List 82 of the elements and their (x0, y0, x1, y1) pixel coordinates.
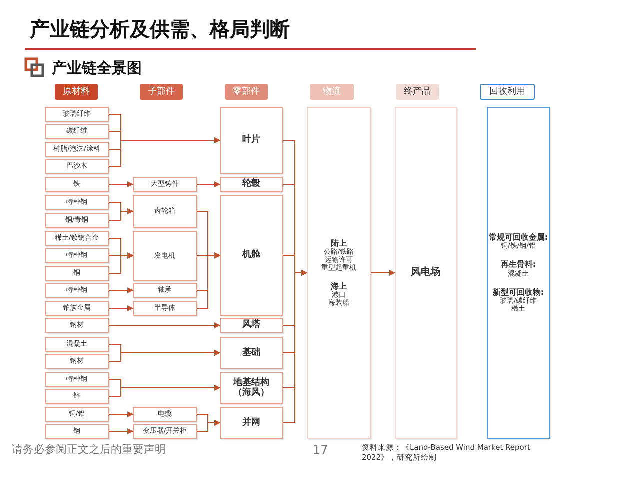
material-box (45, 354, 109, 369)
arrow (370, 270, 396, 276)
node-label: 并网 (242, 418, 260, 428)
material-box (45, 372, 109, 387)
component-box (220, 337, 283, 369)
column-header (140, 84, 183, 100)
arrow (108, 412, 134, 418)
node-label: 轮毂 (242, 179, 260, 190)
material-box (45, 337, 109, 352)
material-box (45, 107, 109, 122)
recycling-panel (487, 107, 550, 439)
arrow (108, 252, 134, 258)
node-label: 叶片 (242, 135, 260, 146)
node-label: 物流 (323, 86, 341, 98)
material-box (45, 424, 109, 439)
material-box (45, 389, 109, 404)
subcomponent-box (133, 283, 197, 298)
arrow (282, 270, 308, 424)
subcomponent-box (133, 231, 197, 281)
material-box (45, 283, 109, 298)
material-box (45, 159, 109, 174)
page-number: 17 (313, 443, 328, 457)
group-heading: 常规可回收金属: (488, 233, 548, 242)
column-header (310, 84, 354, 100)
group-heading: 海上 (331, 282, 347, 292)
material-box (45, 177, 109, 192)
arrow (108, 350, 220, 362)
arrow (196, 420, 220, 432)
component-box (220, 195, 283, 316)
column-header (396, 84, 439, 100)
material-box (45, 248, 109, 263)
arrow (108, 322, 220, 328)
node-label: 子部件 (148, 86, 175, 98)
node-label: 地基结构（海风） (232, 378, 270, 398)
column-header (55, 84, 98, 100)
node-label: 终产品 (404, 86, 431, 98)
material-box (45, 142, 109, 157)
group-heading: 新型可回收物: (492, 288, 544, 297)
node-label: 原材料 (63, 86, 90, 98)
node-label: 风电场 (411, 267, 441, 279)
material-box (45, 407, 109, 422)
subcomponent-box (133, 407, 197, 422)
subcomponent-box (133, 195, 197, 228)
node-label: 基础 (242, 348, 260, 358)
arrow (108, 385, 220, 397)
group-heading: 再生骨料: (500, 260, 536, 270)
component-box (220, 177, 283, 192)
column-header (225, 84, 268, 100)
arrow (108, 288, 134, 294)
arrow (108, 182, 134, 188)
subcomponent-box (133, 424, 197, 439)
logistics-panel (307, 107, 371, 439)
page-title: 产业链分析及供需、格局判断 (30, 16, 290, 43)
material-box (45, 301, 109, 316)
component-box (220, 372, 283, 404)
component-box (220, 407, 283, 439)
product-panel (395, 107, 457, 439)
material-box (45, 124, 109, 139)
material-box (45, 266, 109, 281)
arrow (108, 428, 134, 434)
column-header (480, 84, 535, 100)
arrow (196, 182, 220, 188)
subcomponent-box (133, 177, 197, 192)
section-heading: 产业链全景图 (52, 59, 142, 78)
arrow (196, 252, 220, 309)
component-box (220, 318, 283, 333)
subcomponent-box (133, 301, 197, 316)
group-heading: 陆上 (331, 238, 347, 248)
node-label: 机舱 (242, 250, 260, 261)
node-label: 风塔 (242, 320, 260, 331)
arrow (108, 208, 134, 221)
arrow (196, 253, 220, 259)
component-box (220, 107, 283, 174)
arrow (108, 138, 220, 167)
material-box (45, 318, 109, 333)
material-box (45, 231, 109, 246)
material-box (45, 213, 109, 228)
node-label: 回收利用 (490, 86, 526, 98)
node-label: 零部件 (233, 86, 260, 98)
arrow (108, 306, 134, 312)
material-box (45, 195, 109, 210)
disclaimer-note: 请务必参阅正文之后的重要声明 (12, 442, 166, 457)
